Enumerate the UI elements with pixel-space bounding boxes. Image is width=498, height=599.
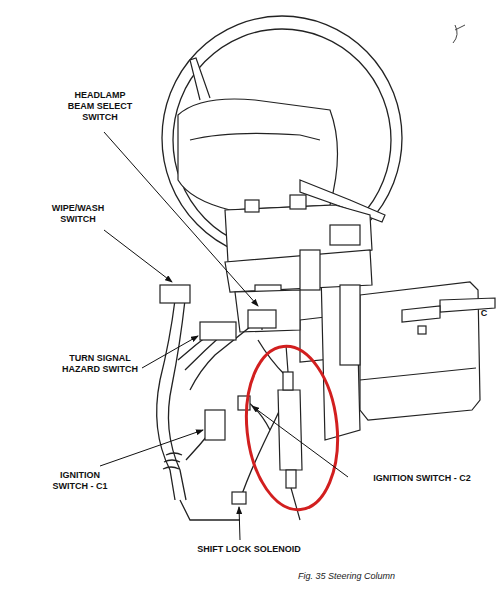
drawing-stroke (248, 310, 276, 328)
drawing-stroke (190, 133, 320, 140)
connectors (160, 285, 276, 504)
drawing-stroke (190, 58, 210, 100)
drawing-stroke (402, 306, 440, 322)
drawing-stroke (200, 322, 236, 340)
part-label: HEADLAMP BEAM SELECT SWITCH (64, 90, 136, 123)
drawing-stroke (157, 300, 175, 500)
drawing-stroke (245, 200, 259, 212)
drawing-stroke (418, 326, 426, 334)
highlight-ellipse (239, 342, 346, 515)
drawing-stroke (232, 492, 246, 504)
drawing-stroke (239, 507, 240, 540)
page-mark (453, 25, 465, 43)
drawing-stroke (286, 470, 296, 488)
part-label: SHIFT LOCK SOLENOID (184, 544, 314, 555)
part-label: IGNITION SWITCH - C2 (352, 473, 492, 484)
part-label: TURN SIGNAL HAZARD SWITCH (58, 353, 142, 375)
drawing-stroke (330, 225, 360, 245)
figure-caption: Fig. 35 Steering Column (298, 571, 395, 581)
cut-off-label: C (478, 308, 490, 319)
drawing-stroke (180, 500, 240, 520)
drawing-stroke (163, 453, 182, 469)
drawing-stroke (283, 372, 293, 390)
part-label: IGNITION SWITCH - C1 (46, 470, 114, 492)
drawing-stroke (168, 300, 186, 500)
shift-lock-solenoid (278, 345, 302, 520)
drawing-stroke (252, 406, 348, 477)
drawing-stroke (340, 285, 360, 365)
wiring-harness (157, 300, 290, 520)
drawing-stroke (290, 195, 306, 209)
drawing-stroke (205, 410, 225, 440)
drawing-stroke (142, 336, 198, 368)
drawing-stroke (235, 290, 300, 332)
leader-lines (100, 132, 348, 540)
drawing-stroke (278, 390, 302, 470)
drawing-stroke (360, 368, 476, 380)
drawing-stroke (104, 132, 258, 306)
drawing-stroke (160, 285, 190, 303)
part-label: WIPE/WASH SWITCH (46, 203, 110, 225)
drawing-stroke (300, 250, 320, 290)
drawing-stroke (104, 230, 172, 282)
switch-cluster (225, 195, 372, 365)
drawing-stroke (100, 430, 203, 466)
steering-hub (178, 58, 385, 222)
